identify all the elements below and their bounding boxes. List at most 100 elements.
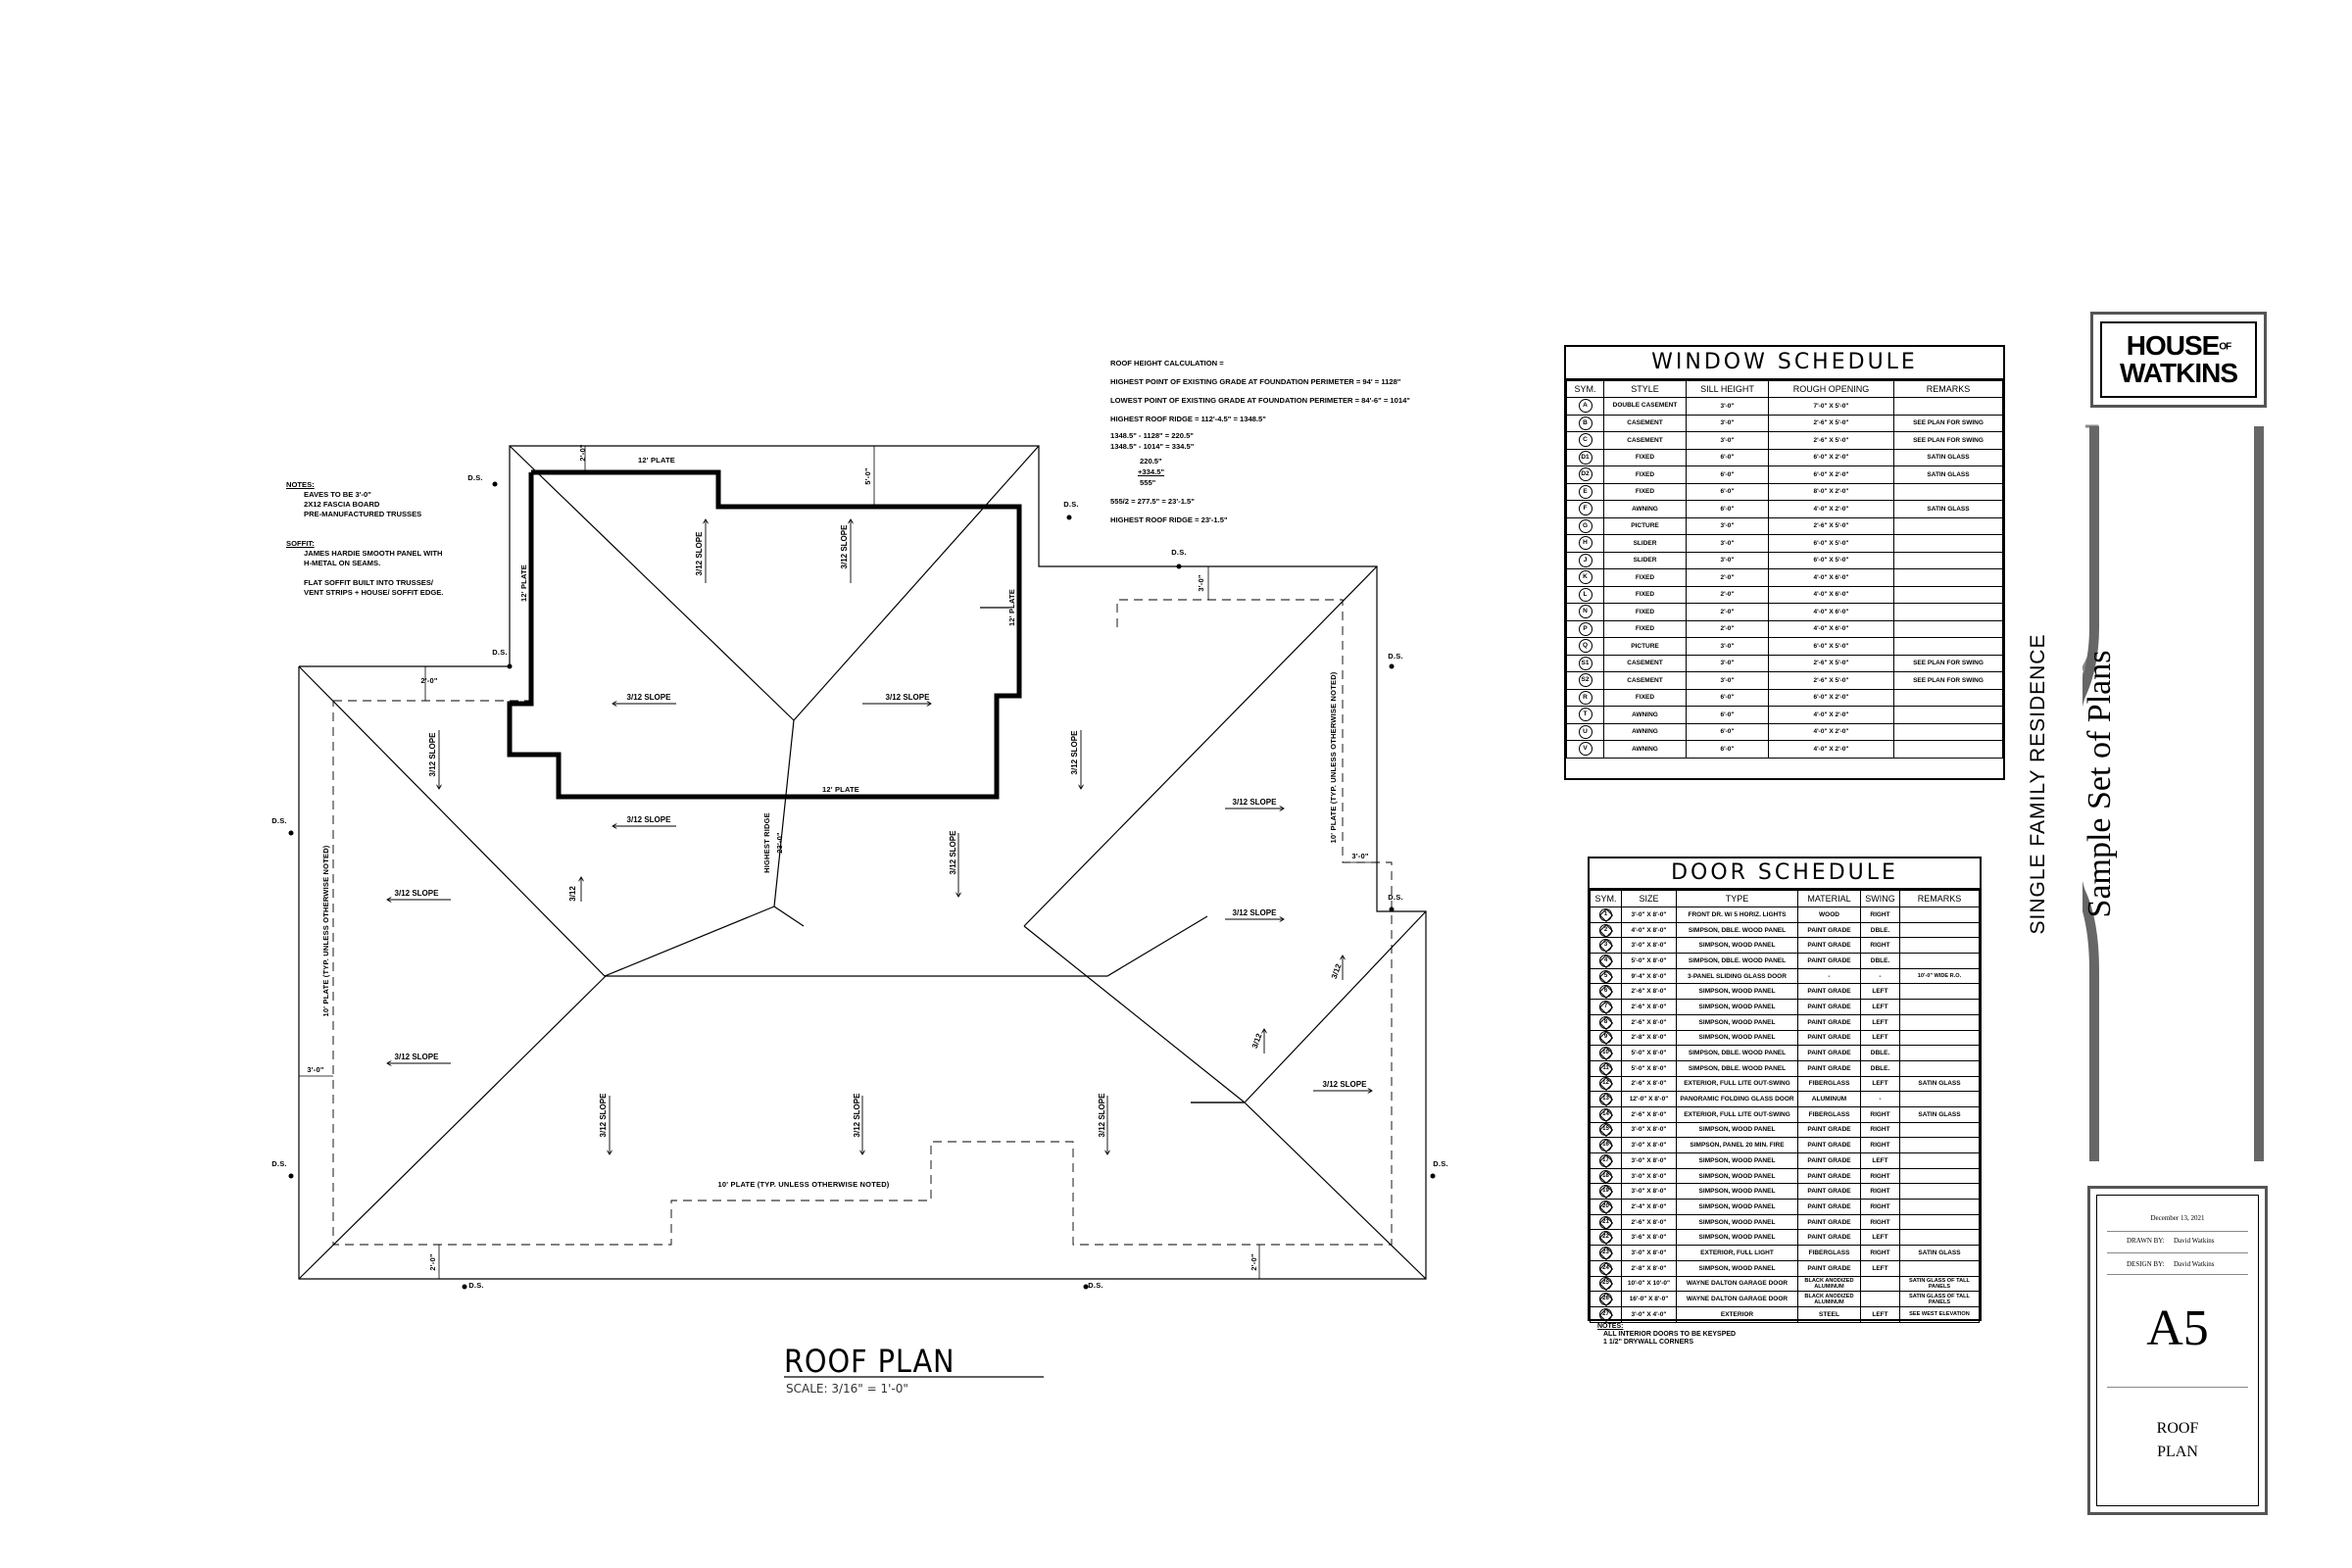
downspout-label: D.S.	[467, 473, 482, 482]
notes-heading: NOTES:	[286, 480, 315, 489]
window-cell: 6'-0" X 5'-0"	[1768, 551, 1894, 569]
door-cell: PAINT GRADE	[1797, 1137, 1861, 1153]
drawn-by-label: DRAWN BY:	[2127, 1237, 2165, 1245]
door-cell: -	[1860, 1091, 1900, 1107]
window-symbol: A	[1578, 399, 1592, 414]
door-cell: SIMPSON, WOOD PANEL	[1676, 1013, 1798, 1031]
door-cell: WOOD	[1797, 906, 1861, 923]
slope-label: 3/12 SLOPE	[1070, 730, 1079, 775]
window-cell: FIXED	[1603, 585, 1687, 604]
door-cell	[1899, 1121, 1980, 1139]
window-cell: PICTURE	[1603, 637, 1687, 656]
hip-lines	[298, 665, 1208, 977]
door-symbol: 14	[1599, 1107, 1612, 1121]
door-cell: 23	[1590, 1245, 1622, 1261]
door-cell: STEEL	[1797, 1305, 1861, 1323]
window-cell: AWNING	[1603, 500, 1687, 518]
downspout-label: D.S.	[1433, 1159, 1447, 1168]
door-cell: PAINT GRADE	[1797, 937, 1861, 955]
door-cell: PAINT GRADE	[1797, 1121, 1861, 1139]
slope-label: 3/12 SLOPE	[627, 815, 672, 824]
window-cell: SATIN GLASS	[1893, 466, 2003, 484]
window-symbol: F	[1578, 502, 1592, 516]
door-cell: 9'-4" X 8'-0"	[1621, 967, 1677, 985]
door-row: 14 2'-6" X 8'-0"EXTERIOR, FULL LITE OUT-S…	[1590, 1105, 1980, 1123]
note-line: 2X12 FASCIA BOARD	[304, 500, 380, 509]
window-cell: AWNING	[1603, 706, 1687, 724]
door-cell: 12'-0" X 8'-0"	[1621, 1091, 1677, 1107]
window-symbol: D1	[1578, 450, 1592, 465]
window-cell: SLIDER	[1603, 551, 1687, 569]
window-symbol: D2	[1578, 467, 1592, 482]
downspout-label: D.S.	[1388, 893, 1402, 902]
calc-title: ROOF HEIGHT CALCULATION =	[1110, 359, 1224, 368]
window-cell: J	[1566, 551, 1604, 569]
window-cell	[1893, 637, 2003, 656]
slope-label: 3/12 SLOPE	[886, 693, 931, 702]
door-cell: 2'-6" X 8'-0"	[1621, 1105, 1677, 1123]
downspout-label: D.S.	[1063, 500, 1078, 509]
door-symbol: 12	[1599, 1077, 1612, 1091]
door-cell: 11	[1590, 1059, 1622, 1077]
window-cell: 4'-0" X 2'-0"	[1768, 722, 1894, 741]
window-cell: FIXED	[1603, 448, 1687, 466]
project-title: Sample Set of Plans	[2082, 650, 2118, 918]
door-cell: LEFT	[1860, 1305, 1900, 1323]
door-symbol: 5	[1599, 969, 1612, 983]
sheet-number: A5	[2146, 1300, 2209, 1356]
window-cell: 3'-0"	[1686, 671, 1769, 690]
door-schedule-title: DOOR SCHEDULE	[1590, 858, 1980, 890]
door-cell: EXTERIOR, FULL LITE OUT-SWING	[1676, 1105, 1798, 1123]
door-cell: SATIN GLASS	[1899, 1075, 1980, 1093]
door-cell: BLACK ANODIZED ALUMINUM	[1797, 1275, 1861, 1293]
window-cell: 6'-0"	[1686, 706, 1769, 724]
sheet-date: December 13, 2021	[2150, 1214, 2205, 1222]
window-cell	[1893, 516, 2003, 535]
door-cell: 25	[1590, 1275, 1622, 1293]
window-symbol: L	[1578, 587, 1592, 602]
window-cell: 6'-0"	[1686, 448, 1769, 466]
door-cell: 2'-4" X 8'-0"	[1621, 1199, 1677, 1215]
drawn-by-row: DRAWN BY:David Watkins	[2127, 1237, 2248, 1245]
window-schedule-title: WINDOW SCHEDULE	[1566, 347, 2003, 380]
slope-label: 3/12 SLOPE	[1098, 1093, 1106, 1138]
door-cell: 2'-8" X 8'-0"	[1621, 1259, 1677, 1277]
door-cell: SIMPSON, DBLE. WOOD PANEL	[1676, 1059, 1798, 1077]
downspout	[492, 481, 498, 487]
door-symbol: 26	[1599, 1293, 1612, 1306]
door-cell: SIMPSON, WOOD PANEL	[1676, 937, 1798, 955]
door-symbol: 23	[1599, 1246, 1612, 1259]
door-cell: FIBERGLASS	[1797, 1105, 1861, 1123]
window-cell: 2'-6" X 5'-0"	[1768, 431, 1894, 450]
door-cell: DBLE.	[1860, 953, 1900, 969]
door-cell: LEFT	[1860, 1259, 1900, 1277]
door-cell: DBLE.	[1860, 1045, 1900, 1061]
door-col-header: SWING	[1860, 890, 1900, 907]
door-cell: 2'-6" X 8'-0"	[1621, 1075, 1677, 1093]
door-cell	[1899, 1091, 1980, 1107]
plate-label: 12' PLATE	[519, 564, 528, 602]
window-cell: U	[1566, 722, 1604, 741]
window-cell: L	[1566, 585, 1604, 604]
door-symbol: 13	[1599, 1093, 1612, 1106]
door-symbol: 1	[1599, 907, 1612, 921]
sheet-name: ROOF PLAN	[2097, 1417, 2258, 1464]
door-cell	[1899, 1045, 1980, 1061]
door-cell: PAINT GRADE	[1797, 983, 1861, 1001]
window-cell: S2	[1566, 671, 1604, 690]
door-cell: SATIN GLASS	[1899, 1245, 1980, 1261]
door-symbol: 16	[1599, 1139, 1612, 1152]
door-cell: 1	[1590, 906, 1622, 923]
plate-label: 12' PLATE	[1007, 589, 1016, 626]
